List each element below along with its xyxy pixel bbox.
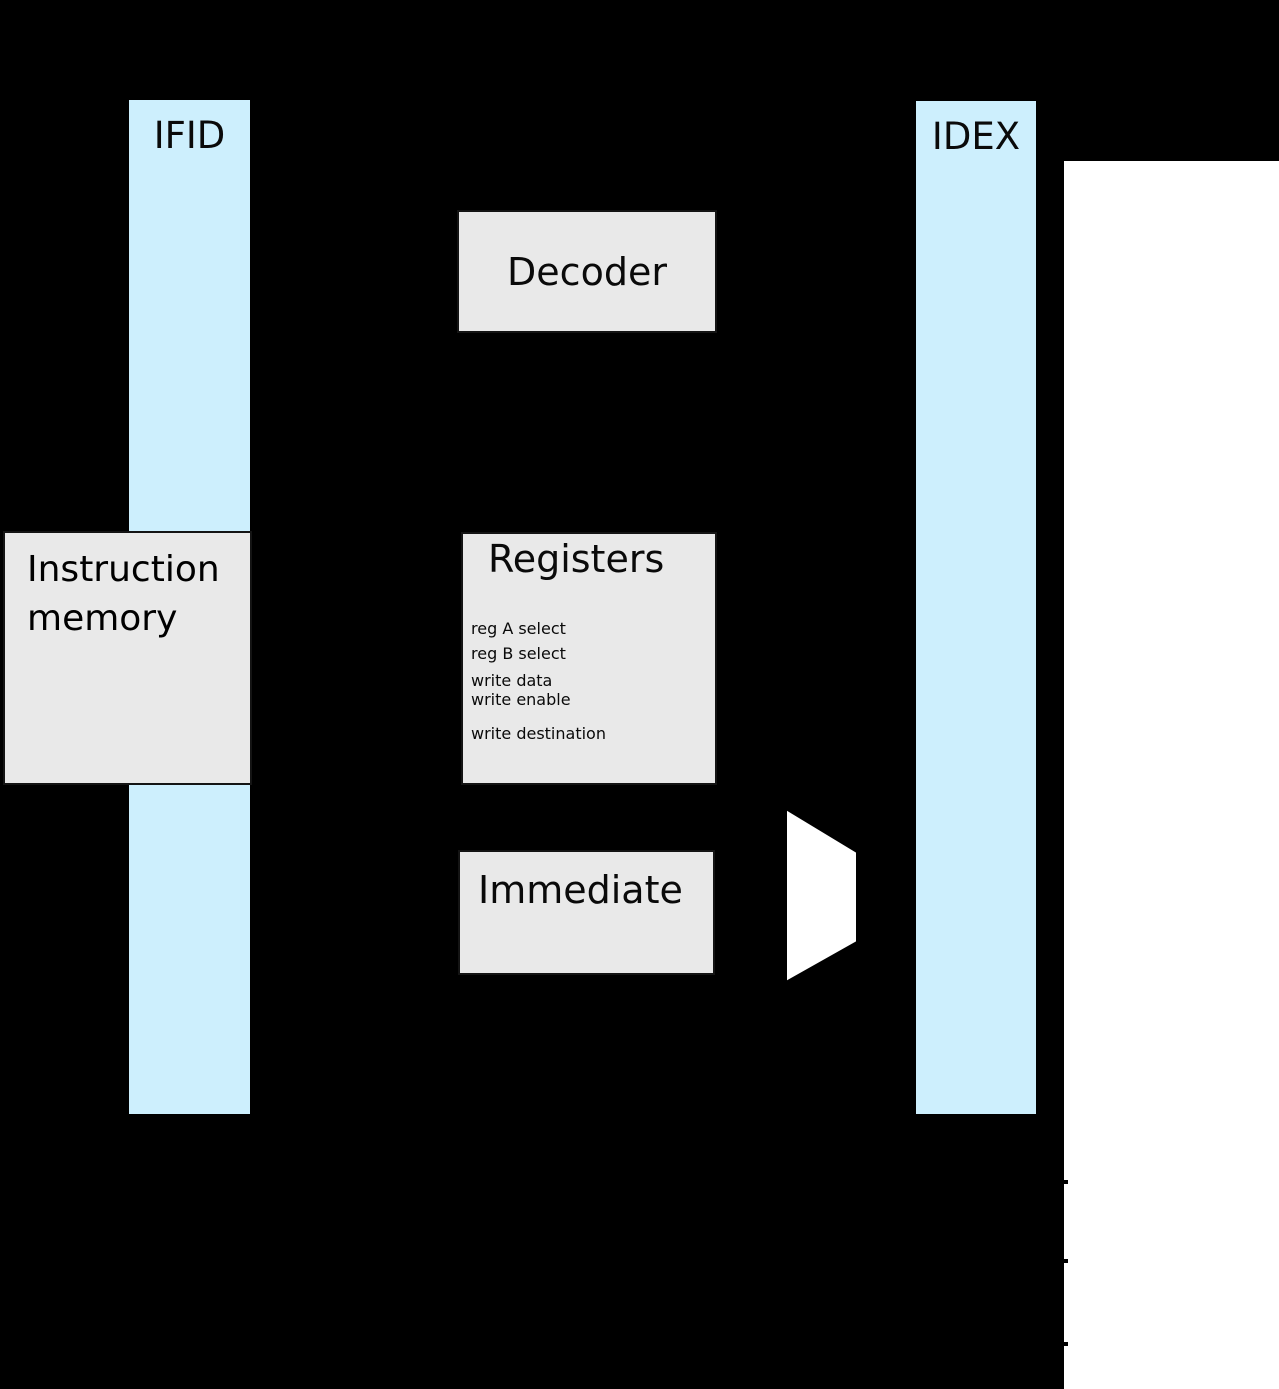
wire-stub-icon [1063, 1259, 1068, 1263]
port-reg-b-select: reg B select [471, 644, 566, 663]
wire-stub-icon [1063, 1342, 1068, 1346]
immediate-label: Immediate [478, 868, 683, 912]
port-write-destination: write destination [471, 724, 606, 743]
port-write-data: write data [471, 671, 553, 690]
immediate-block: Immediate [458, 850, 715, 975]
port-reg-a-select: reg A select [471, 619, 566, 638]
wire-stub-icon [1063, 1180, 1068, 1184]
instruction-memory-label-line2: memory [27, 598, 178, 639]
instruction-memory-block: Instruction memory [3, 531, 252, 785]
idex-pipeline-register: IDEX [914, 99, 1038, 1116]
mux-shape [785, 807, 858, 984]
registers-block: Registers reg A select reg B select writ… [461, 532, 717, 785]
port-write-enable: write enable [471, 690, 571, 709]
mux-polygon [785, 807, 858, 984]
next-stage-panel [1064, 161, 1279, 1389]
instruction-memory-label: Instruction memory [5, 533, 250, 643]
decoder-label: Decoder [507, 249, 667, 294]
instruction-memory-label-line1: Instruction [27, 549, 220, 590]
ifid-label: IFID [153, 114, 226, 157]
registers-title: Registers [488, 537, 665, 581]
idex-label: IDEX [931, 115, 1021, 158]
decoder-block: Decoder [457, 210, 717, 333]
